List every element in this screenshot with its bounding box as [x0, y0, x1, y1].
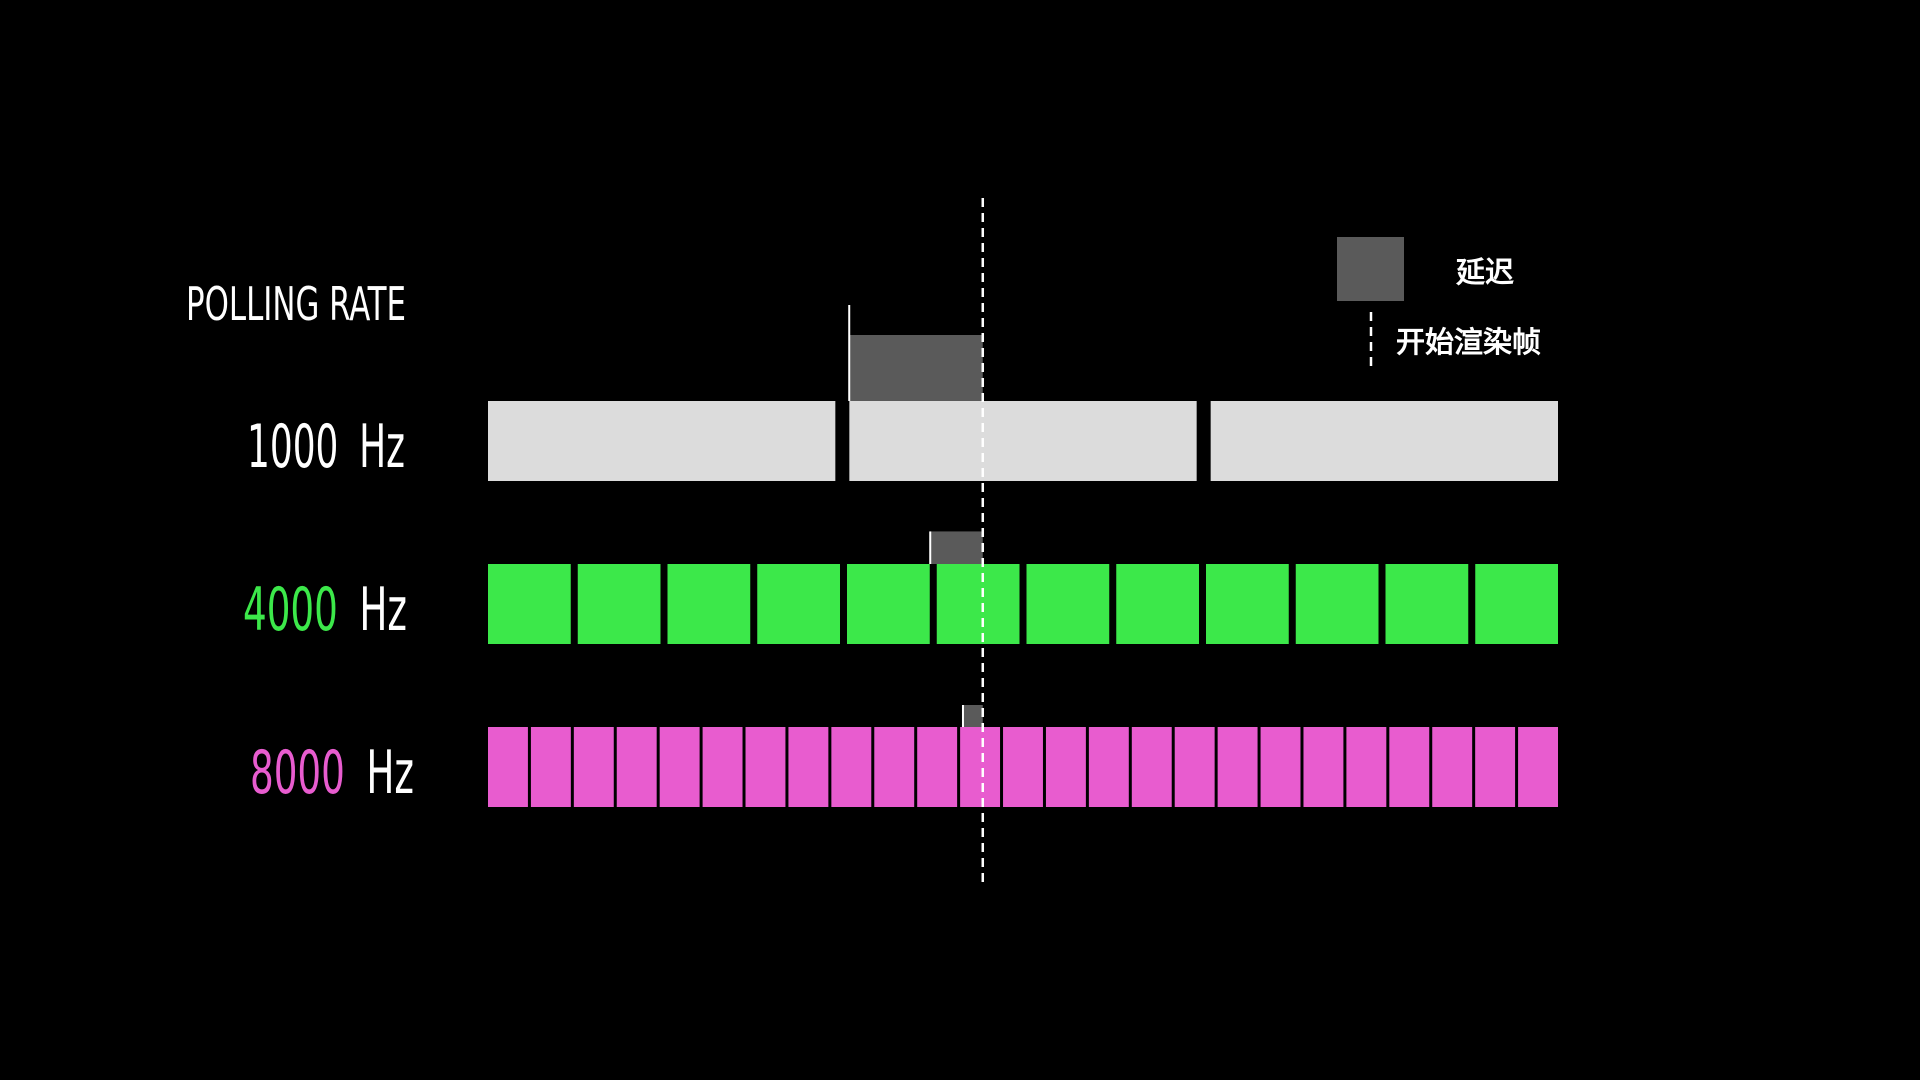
poll-segment-8000-9	[831, 727, 872, 807]
row-4000-hz: 4000 Hz	[243, 531, 1558, 645]
poll-segment-8000-6	[702, 727, 743, 807]
latency-group-4000	[929, 531, 983, 564]
rate-value-1000: 1000	[247, 412, 338, 482]
poll-segment-8000-23	[1432, 727, 1473, 807]
poll-segment-8000-5	[659, 727, 700, 807]
poll-segment-4000-2	[577, 564, 661, 644]
poll-segment-1000-1	[488, 401, 836, 481]
poll-segment-8000-11	[917, 727, 958, 807]
poll-segment-8000-21	[1346, 727, 1387, 807]
latency-block-8000	[962, 705, 983, 727]
poll-segment-8000-18	[1217, 727, 1258, 807]
poll-segment-8000-12	[960, 727, 1001, 807]
rate-value-8000: 8000	[250, 738, 345, 808]
poll-segment-8000-2	[530, 727, 571, 807]
legend: 延迟 开始渲染帧	[1337, 237, 1541, 368]
bar-track-8000	[488, 727, 1558, 807]
poll-segment-1000-3	[1210, 401, 1558, 481]
diagram-title: POLLING RATE	[186, 277, 406, 331]
poll-segment-8000-20	[1303, 727, 1344, 807]
poll-segment-8000-24	[1475, 727, 1516, 807]
poll-segment-8000-25	[1518, 727, 1558, 807]
latency-group-1000	[848, 305, 983, 401]
bar-track-1000	[488, 401, 1558, 481]
rate-label-8000: 8000 Hz	[250, 738, 414, 808]
poll-segment-8000-13	[1003, 727, 1043, 807]
poll-segment-4000-5	[847, 564, 930, 644]
poll-segment-4000-10	[1295, 564, 1379, 644]
rate-label-1000: 1000 Hz	[247, 412, 405, 482]
poll-segment-4000-11	[1385, 564, 1469, 644]
row-1000-hz: 1000 Hz	[247, 305, 1558, 482]
row-8000-hz: 8000 Hz	[250, 705, 1558, 808]
latency-block-1000	[849, 335, 983, 401]
poll-segment-4000-8	[1116, 564, 1199, 644]
poll-segment-8000-10	[874, 727, 915, 807]
legend-latency-swatch	[1337, 237, 1404, 301]
legend-latency-label: 延迟	[1455, 255, 1514, 289]
legend-frame-start-label: 开始渲染帧	[1396, 325, 1541, 359]
poll-segment-8000-8	[788, 727, 829, 807]
poll-segment-4000-6	[936, 564, 1020, 644]
latency-block-4000	[930, 531, 983, 564]
poll-segment-4000-3	[667, 564, 751, 644]
poll-segment-8000-3	[573, 727, 614, 807]
poll-segment-4000-1	[488, 564, 571, 644]
rate-value-4000: 4000	[243, 575, 338, 645]
poll-segment-4000-9	[1206, 564, 1289, 644]
poll-segment-4000-12	[1475, 564, 1558, 644]
poll-segment-8000-19	[1260, 727, 1301, 807]
rate-label-4000: 4000 Hz	[243, 575, 407, 645]
poll-segment-8000-22	[1389, 727, 1430, 807]
poll-segment-8000-15	[1088, 727, 1129, 807]
poll-segment-8000-16	[1131, 727, 1172, 807]
poll-segment-4000-4	[757, 564, 840, 644]
rate-unit-8000: Hz	[366, 738, 414, 808]
poll-segment-4000-7	[1026, 564, 1110, 644]
rate-unit-4000: Hz	[359, 575, 407, 645]
poll-segment-1000-2	[849, 401, 1197, 481]
poll-segment-8000-14	[1045, 727, 1086, 807]
poll-segment-8000-1	[488, 727, 528, 807]
bar-track-4000	[488, 564, 1558, 644]
poll-segment-8000-4	[616, 727, 657, 807]
poll-segment-8000-17	[1174, 727, 1215, 807]
latency-group-8000	[961, 705, 983, 727]
poll-segment-8000-7	[745, 727, 786, 807]
rate-unit-1000: Hz	[359, 412, 405, 482]
